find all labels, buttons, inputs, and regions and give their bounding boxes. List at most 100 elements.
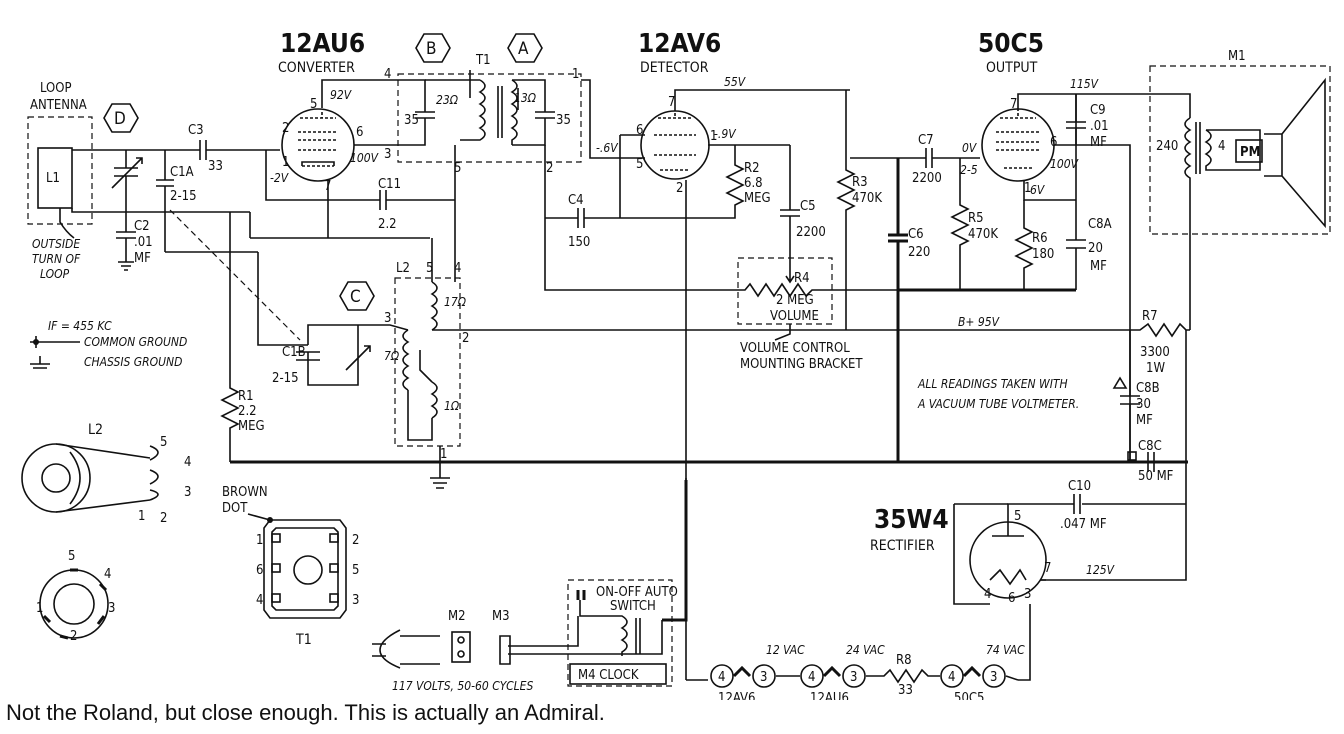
r6-value: 180 [1032,247,1054,262]
c8b-label: C8B [1136,381,1160,396]
r5-value: 470K [968,227,998,242]
detail-l2-pin-3: 3 [184,485,191,500]
note-line-2: A VACUUM TUBE VOLTMETER. [917,397,1079,411]
rect-pin-6: 6 [1008,591,1015,606]
antenna-note-2: TURN OF [32,252,81,266]
alignment-c-label: C [350,287,361,307]
t1-pin-4: 4 [256,593,263,608]
svg-text:1: 1 [440,447,447,462]
r2-value: 6.8 [744,176,763,191]
c2-value: .01 [134,235,153,250]
svg-text:3: 3 [384,311,391,326]
svg-text:1: 1 [572,67,579,82]
det-pin-5: 5 [636,157,643,172]
r6-label: R6 [1032,231,1048,246]
caption: Not the Roland, but close enough. This i… [6,700,605,725]
m1-secondary: 4 [1218,139,1225,154]
c1a-label: C1A [170,165,194,180]
alignment-point-d: D [103,103,139,133]
switch-label-1: ON-OFF AUTO [596,585,678,600]
svg-text:5: 5 [426,261,433,276]
alignment-d-label: D [114,109,126,129]
c10-label: C10 [1068,479,1091,494]
r3-value: 470K [852,191,882,206]
c7-label: C7 [918,133,934,148]
antenna-title-2: ANTENNA [30,98,87,113]
legend-common: COMMON GROUND [84,335,187,349]
legend-if: IF = 455 KC [48,319,112,333]
heater-12av6: 4 3 12AV6 [710,664,776,700]
det-pin-2: 2 [676,181,683,196]
socket-pin-2: 2 [70,629,77,644]
tube-50c5-output: 50C5 OUTPUT 7 6 2-5 1 115V 100V 0V 6V [960,29,1100,197]
out-pin-1: 1 [1024,181,1031,196]
r8-label: R8 [896,653,912,668]
osc-coil-l2: L2 5 4 3 2 1 17Ω 7Ω 1Ω [384,261,469,462]
t1-pin-6: 6 [256,563,263,578]
detail-l2-label: L2 [88,422,103,438]
c11-label: C11 [378,177,401,192]
socket-pin-3: 3 [108,601,115,616]
conv-pin-2: 2 [282,121,289,136]
det-pin-1: 1 [710,129,717,144]
c1b-value: 2-15 [272,371,299,386]
heater-12av6-pin-b: 3 [760,670,767,685]
c8c-label: C8C [1138,439,1162,454]
out-pin-6: 6 [1050,135,1057,150]
detector-role: DETECTOR [640,60,709,76]
alignment-b-label: B [426,39,437,59]
c6-value: 220 [908,245,930,260]
rect-v-out: 125V [1086,563,1116,577]
heater-50c5: 4 3 50C5 [940,664,1006,700]
r7-label: R7 [1142,309,1158,324]
detector-type: 12AV6 [638,29,721,59]
r3-label: R3 [852,175,868,190]
speaker-m1: M1 240 4 PM [1149,49,1331,330]
note-line-1: ALL READINGS TAKEN WITH [917,377,1068,391]
bplus-label: B+ 95V [958,315,1001,329]
clock-label: M4 CLOCK [578,668,639,683]
heater-12au6-pin-a: 4 [808,670,815,685]
t1-base-detail: BROWN DOT 1 6 4 2 5 3 T1 [222,485,359,648]
bracket-label-2: MOUNTING BRACKET [740,357,863,372]
c9-unit: MF [1090,135,1107,150]
out-v-plate: 115V [1070,77,1100,91]
rect-pin-5: 5 [1014,509,1021,524]
out-pin-25: 2-5 [960,163,978,177]
heater-50c5-pin-a: 4 [948,670,955,685]
t1-cap-b: 35 [556,113,571,128]
m1-pm: PM [1240,145,1260,160]
brown-dot-2: DOT [222,501,248,516]
c8a-unit: MF [1090,259,1107,274]
switch-label-2: SWITCH [610,599,656,614]
tube-12au6-converter: 12AU6 CONVERTER 5 2 1 6 7 92V 100V -2V [270,29,380,194]
detail-l2-pin-4: 4 [184,455,191,470]
tube-12av6-detector: 12AV6 DETECTOR 7 6 5 1 2 55V -.6V -.9V [596,29,747,196]
det-v-plate: 55V [724,75,747,89]
r4-value: 2 MEG [776,293,814,308]
det-v-grid: -.6V [596,141,619,155]
t1-pin-5: 5 [352,563,359,578]
c8a-label: C8A [1088,217,1112,232]
out-v-grid: 0V [962,141,978,155]
t1-label: T1 [475,53,491,68]
t1-pin-2: 2 [352,533,359,548]
t1-coil-a: 23Ω [436,93,459,107]
socket-pin-5: 5 [68,549,75,564]
svg-text:2: 2 [462,331,469,346]
heater-50c5-label: 50C5 [954,691,985,700]
l2-coil-c: 1Ω [444,399,460,413]
c2-label: C2 [134,219,150,234]
heater-12au6-label: 12AU6 [810,691,849,700]
socket-pin-1: 1 [36,601,43,616]
r1-unit: MEG [238,419,265,434]
c5-value: 2200 [796,225,826,240]
c1b-label: C1B [282,345,306,360]
l2-coil-b: 7Ω [384,349,400,363]
r1-value: 2.2 [238,404,257,419]
c1a-value: 2-15 [170,189,197,204]
det-pin-7: 7 [668,95,675,110]
l2-coil-detail: L2 5 4 3 1 2 [21,422,191,526]
c5-label: C5 [800,199,816,214]
conv-v-screen: 100V [350,151,380,165]
